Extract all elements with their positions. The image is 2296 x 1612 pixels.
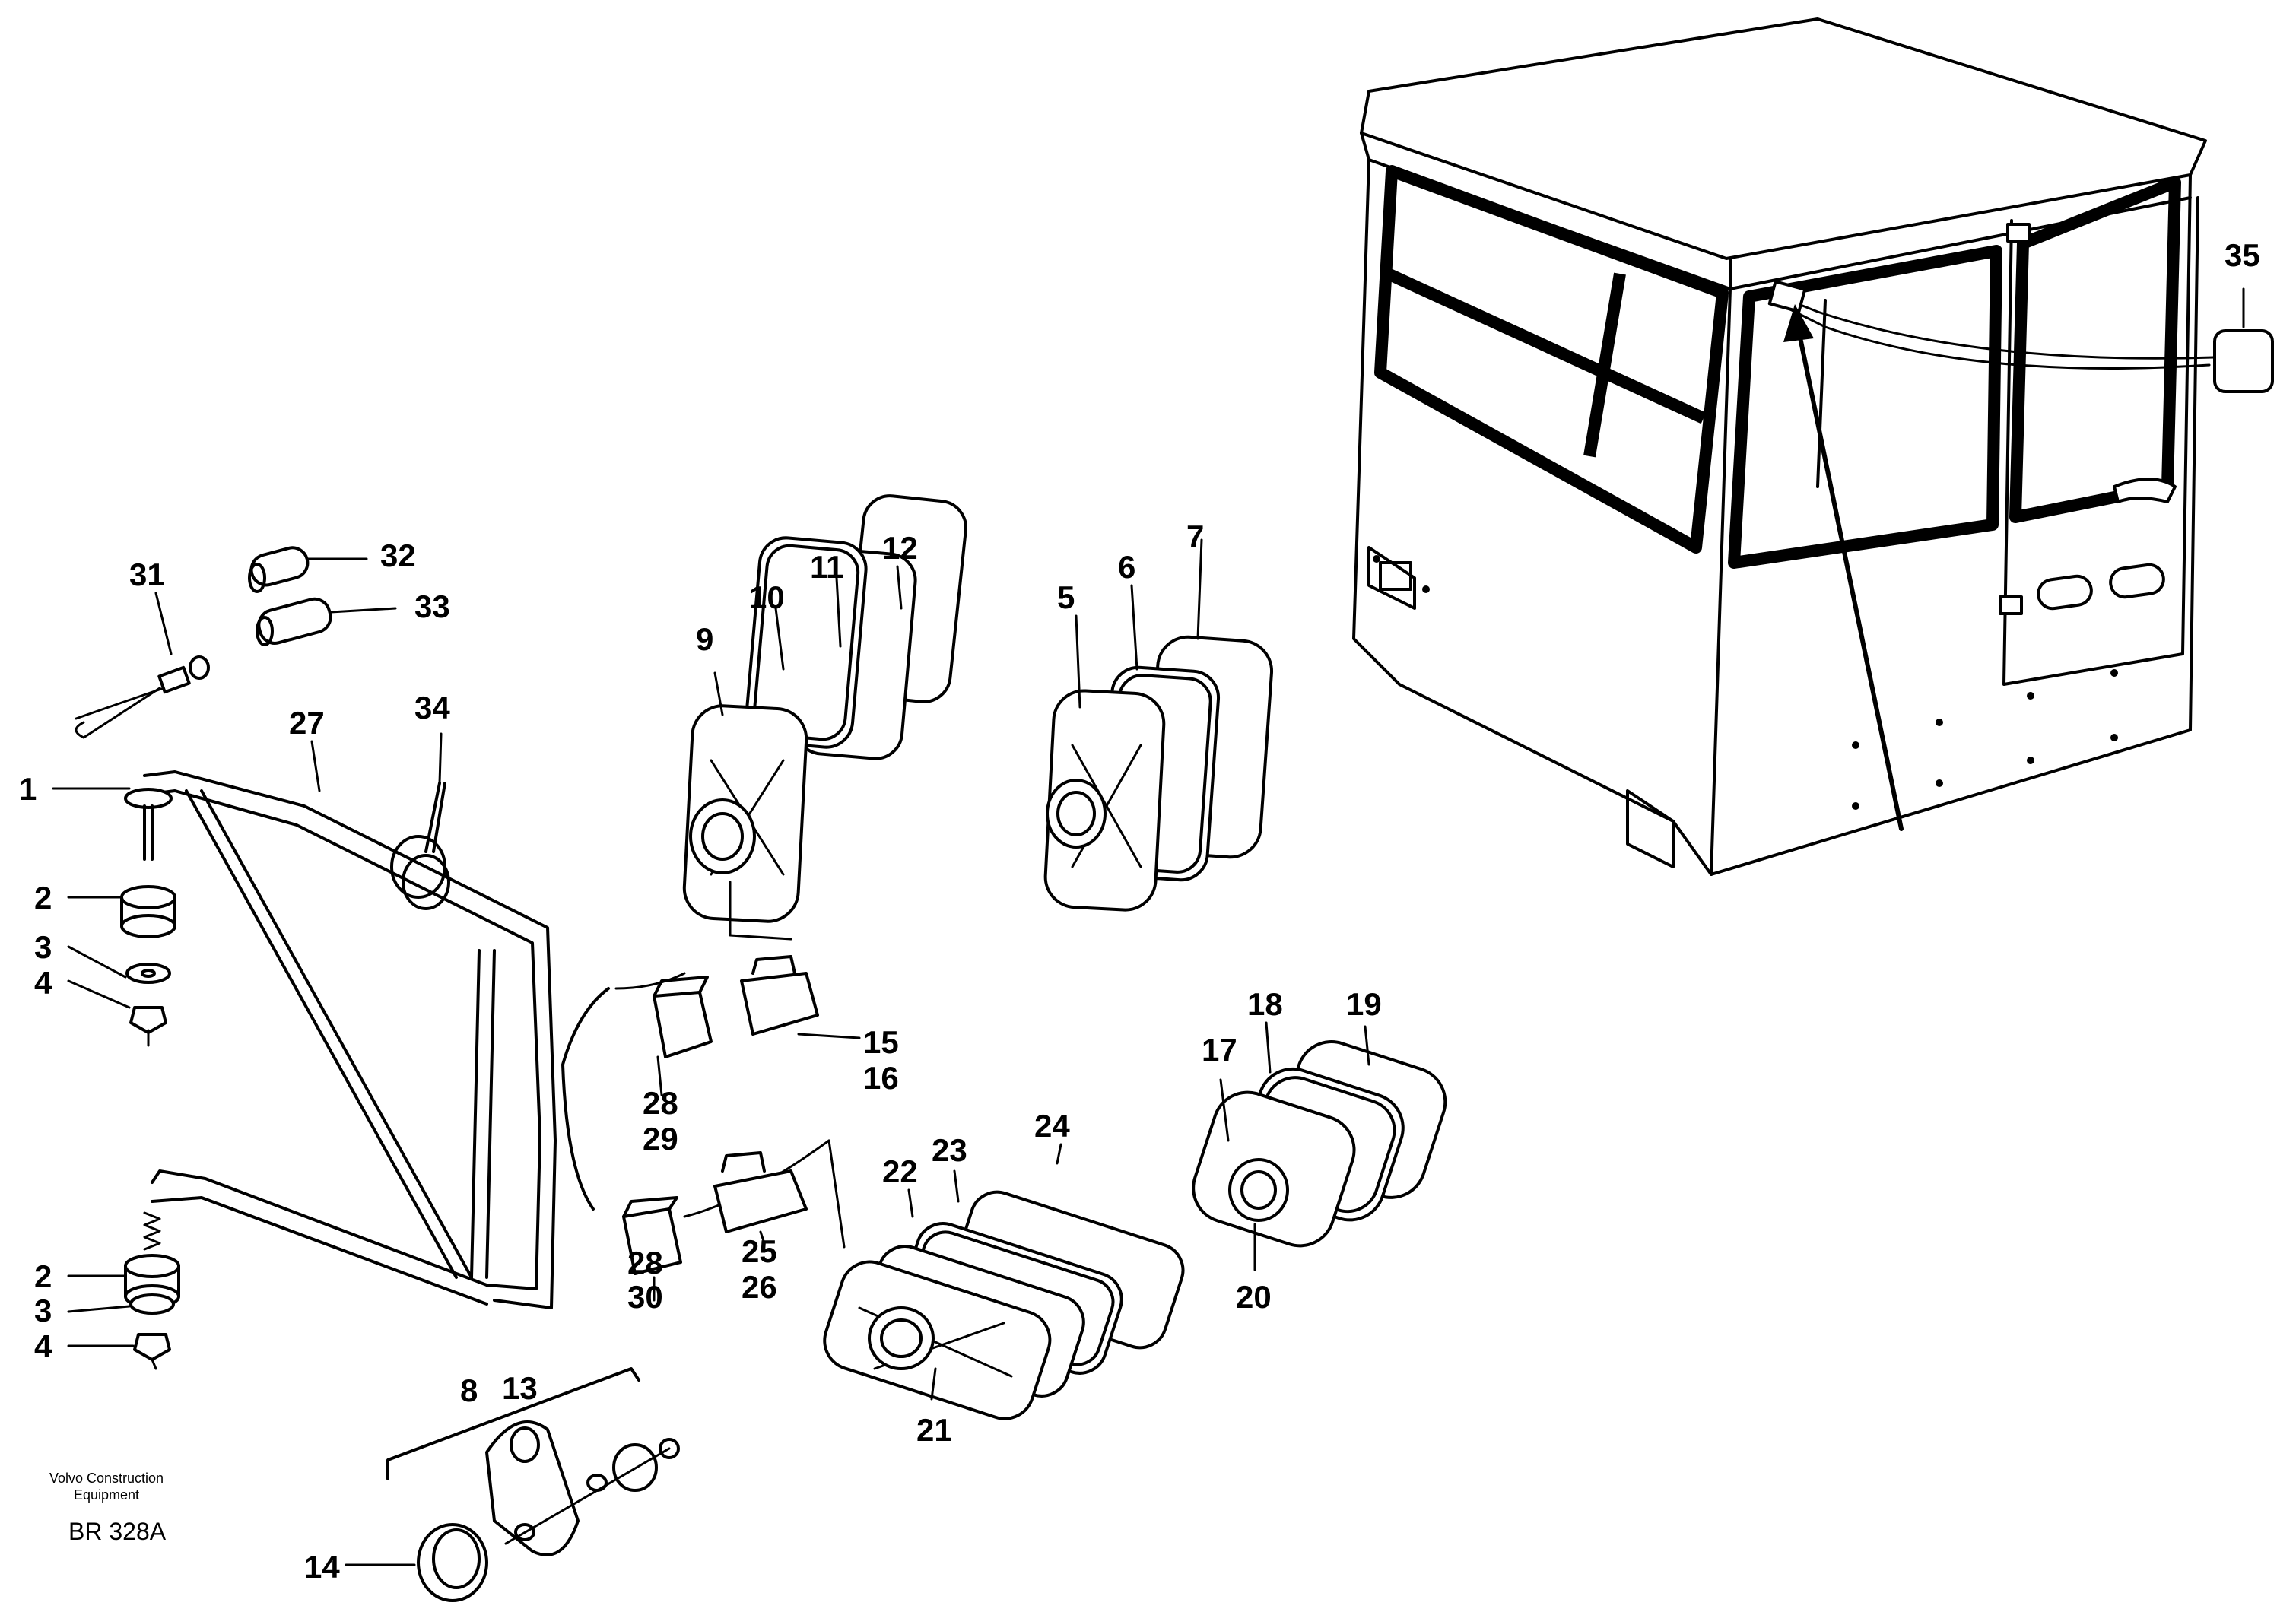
bracket-group-8-13-14 — [386, 1367, 680, 1602]
callout-20: 20 — [1236, 1279, 1272, 1315]
callout-29: 29 — [643, 1121, 678, 1157]
callout-15: 15 — [863, 1024, 899, 1060]
callout-32: 32 — [380, 538, 416, 573]
callout-18: 18 — [1247, 986, 1283, 1022]
callout-9: 9 — [696, 621, 713, 657]
callout-26: 26 — [742, 1269, 777, 1305]
callout-33: 33 — [414, 589, 450, 624]
leader-lines — [52, 287, 2245, 1566]
callout-2-upper: 2 — [34, 880, 52, 915]
bullet-connectors — [248, 546, 397, 646]
callout-6: 6 — [1118, 549, 1135, 585]
callout-28-lower: 28 — [627, 1245, 663, 1280]
callout-3-lower: 3 — [34, 1293, 52, 1328]
callout-27: 27 — [289, 705, 325, 741]
mirror-group-21-24 — [823, 1190, 1185, 1420]
electrical-connectors — [622, 955, 819, 1275]
callout-31: 31 — [129, 557, 165, 592]
callout-23: 23 — [932, 1132, 967, 1168]
callout-3-upper: 3 — [34, 929, 52, 965]
brand-line-2: Equipment — [74, 1487, 139, 1503]
callout-4-lower: 4 — [34, 1328, 52, 1364]
callout-25: 25 — [742, 1233, 777, 1269]
callout-17: 17 — [1202, 1032, 1237, 1068]
drawing-reference: BR 328A — [68, 1518, 167, 1545]
callout-34: 34 — [414, 690, 450, 725]
callout-11: 11 — [810, 549, 843, 585]
mirror-group-5-7 — [1043, 635, 1274, 912]
callout-22: 22 — [882, 1153, 918, 1189]
mirror-group-17-20 — [1192, 1040, 1447, 1248]
callout-2-lower: 2 — [34, 1258, 52, 1294]
callout-12: 12 — [882, 530, 918, 566]
callout-30: 30 — [627, 1279, 663, 1315]
callout-5: 5 — [1057, 579, 1075, 615]
callout-35: 35 — [2225, 237, 2260, 273]
callout-13: 13 — [502, 1370, 538, 1406]
callout-1: 1 — [19, 771, 37, 807]
mirror-group-9-12 — [682, 494, 967, 941]
callout-labels: 1 2 3 4 2 3 4 31 32 33 27 34 9 10 11 12 … — [19, 237, 2260, 1585]
rivet-dots — [1373, 555, 2118, 810]
callout-10: 10 — [749, 579, 785, 615]
callout-14: 14 — [304, 1549, 340, 1585]
brand-line-1: Volvo Construction — [49, 1471, 164, 1486]
callout-8: 8 — [460, 1372, 478, 1408]
callout-21: 21 — [916, 1412, 952, 1448]
callout-16: 16 — [863, 1060, 899, 1096]
callout-4-upper: 4 — [34, 965, 52, 1001]
cab-illustration — [1352, 17, 2274, 876]
callout-24: 24 — [1034, 1108, 1070, 1144]
callout-19: 19 — [1346, 986, 1382, 1022]
callout-28-upper: 28 — [643, 1085, 678, 1121]
mirror-arm-assembly — [75, 655, 846, 1370]
callout-7: 7 — [1186, 519, 1204, 554]
footer-brand: Volvo Construction Equipment BR 328A — [49, 1471, 167, 1545]
